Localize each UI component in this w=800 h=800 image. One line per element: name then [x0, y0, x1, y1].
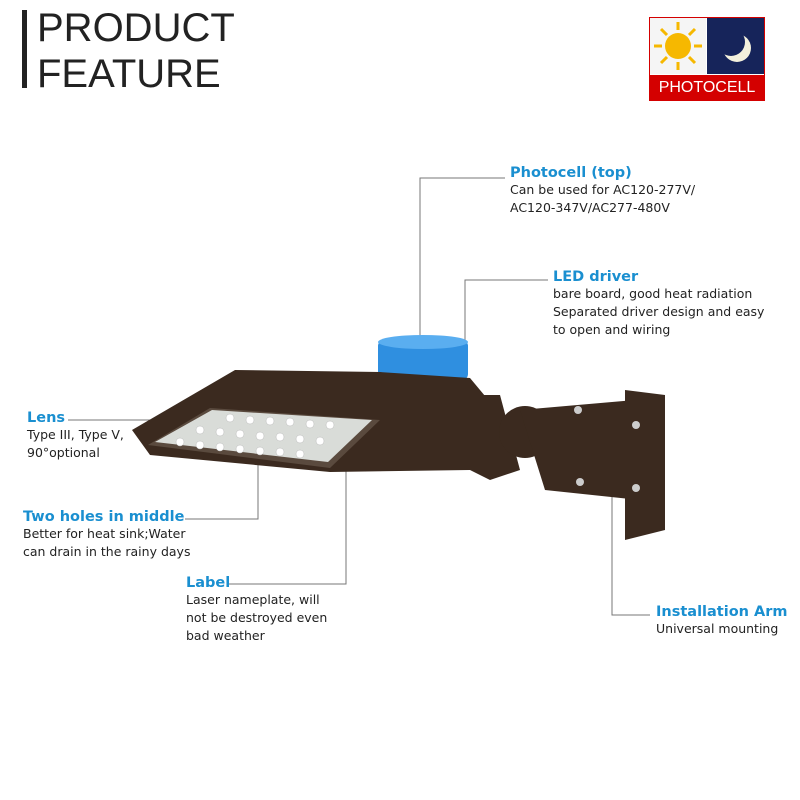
callout-text: Separated driver design and easy — [553, 304, 765, 319]
title-line-1: PRODUCT — [37, 6, 235, 50]
callout-photocell: Photocell (top) Can be used for AC120-27… — [510, 165, 695, 217]
light-fixture — [132, 335, 665, 540]
callout-two-holes: Two holes in middle Better for heat sink… — [23, 509, 190, 561]
badge-label: PHOTOCELL — [650, 75, 764, 100]
callout-title: Lens — [27, 410, 66, 426]
installation-arm — [520, 400, 640, 500]
callout-title: Two holes in middle — [23, 509, 185, 525]
callout-title: LED driver — [553, 269, 639, 285]
callout-text: Universal mounting — [656, 621, 779, 636]
photocell-sensor — [378, 340, 468, 380]
callout-text: can drain in the rainy days — [23, 544, 191, 559]
callout-led-driver: LED driver bare board, good heat radiati… — [553, 269, 764, 339]
callout-text: Can be used for AC120-277V/ — [510, 182, 696, 197]
callout-text: 90°optional — [27, 445, 100, 460]
title-bar-accent — [22, 10, 27, 88]
callout-text: Type III, Type V, — [27, 427, 124, 442]
callout-title: Installation Arm — [656, 604, 788, 620]
callout-text: to open and wiring — [553, 322, 671, 337]
callout-lens: Lens Type III, Type V, 90°optional — [27, 410, 124, 462]
moon-icon — [707, 18, 764, 74]
callout-text: not be destroyed even — [186, 610, 328, 625]
callout-text: bare board, good heat radiation — [553, 286, 753, 301]
callout-title: Label — [186, 575, 231, 591]
mounting-plate — [625, 390, 665, 540]
callout-label: Label Laser nameplate, will not be destr… — [186, 575, 327, 645]
callout-text: Better for heat sink;Water — [23, 526, 186, 541]
callout-text: Laser nameplate, will — [186, 592, 320, 607]
sun-icon — [650, 18, 706, 74]
callout-text: bad weather — [186, 628, 265, 643]
callout-text: AC120-347V/AC277-480V — [510, 200, 670, 215]
photocell-badge: PHOTOCELL — [649, 17, 765, 101]
callout-title: Photocell (top) — [510, 165, 632, 181]
callout-installation-arm: Installation Arm Universal mounting — [656, 604, 788, 638]
title-line-2: FEATURE — [37, 52, 221, 96]
